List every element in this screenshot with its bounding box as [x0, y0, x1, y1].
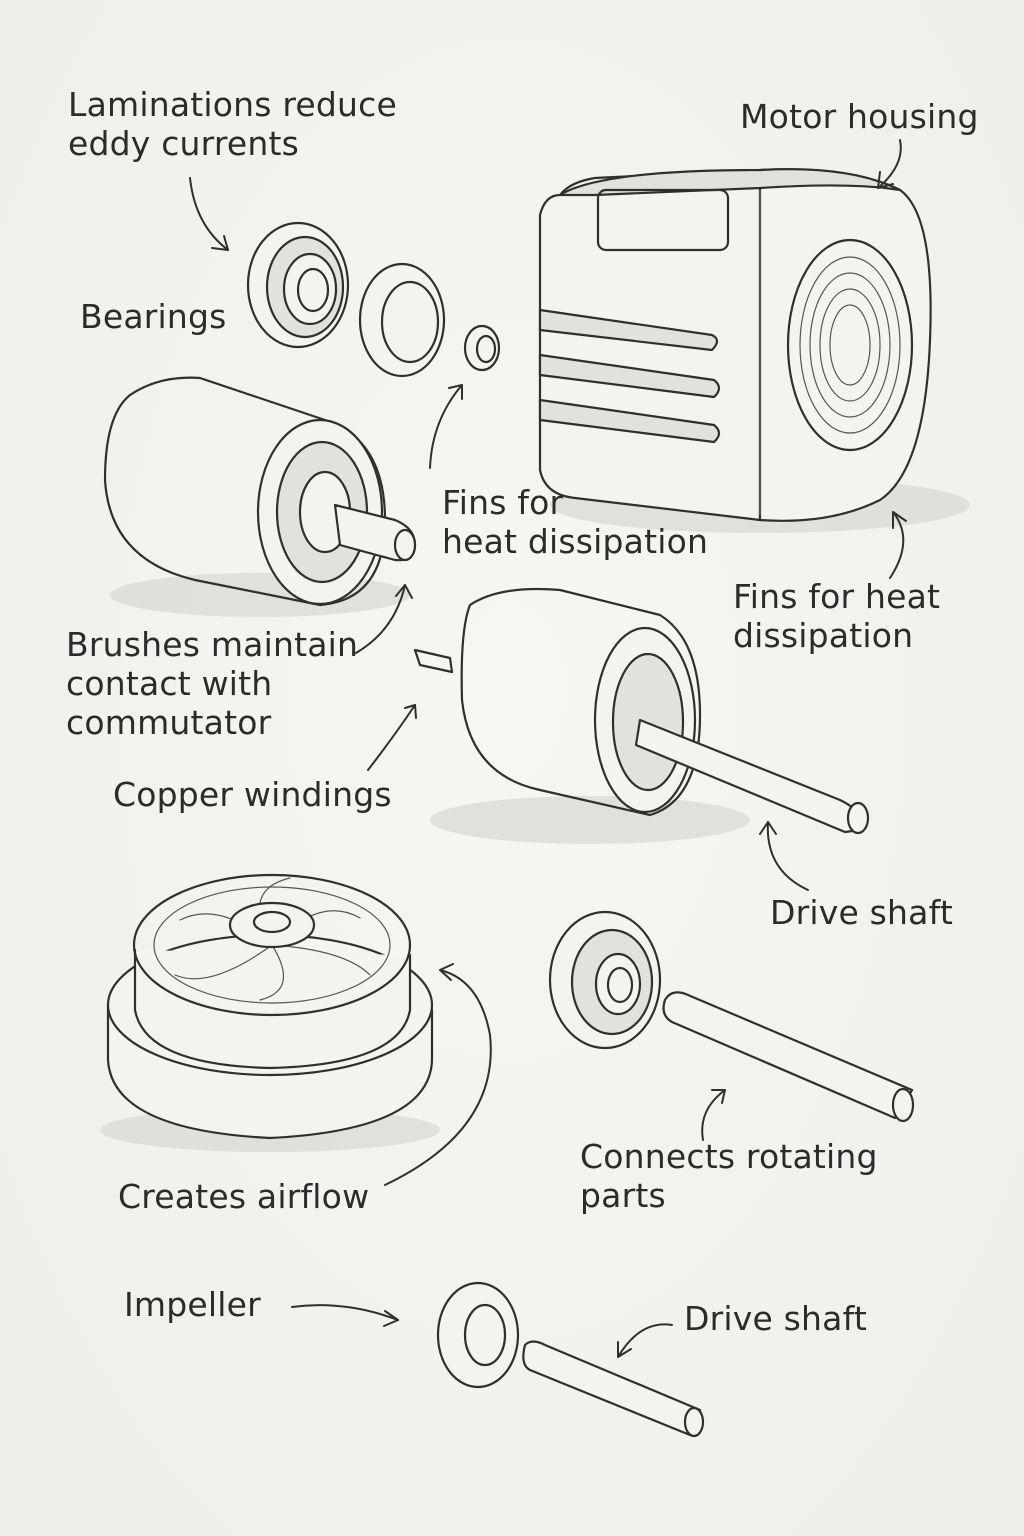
motor-housing-drawing: [538, 168, 970, 533]
bearings-label: Bearings: [80, 297, 227, 336]
drive-shaft-bottom-label: Drive shaft: [684, 1299, 867, 1338]
brushes-label-line2: contact with: [66, 663, 273, 703]
rotor-drawing: [413, 587, 870, 844]
impeller-label: Impeller: [124, 1285, 261, 1324]
bottom-ring-shaft-drawing: [436, 1281, 705, 1438]
fins-center-label-line2: heat dissipation: [442, 521, 709, 561]
brushes-label-line1: Brushes maintain: [66, 625, 359, 664]
brushes-label: Brushes maintain contact with commutator: [66, 625, 359, 743]
impeller-drawing: [100, 873, 440, 1152]
laminations-label: Laminations reduce eddy currents: [68, 85, 398, 164]
lower-bearing-shaft-drawing: [548, 910, 915, 1123]
fins-right-label-line1: Fins for heat: [733, 577, 941, 616]
brushes-label-line3: commutator: [66, 702, 272, 742]
top-bearings-drawing: [246, 221, 501, 378]
copper-windings-label: Copper windings: [113, 775, 392, 814]
laminations-label-line2: eddy currents: [68, 123, 300, 163]
motor-housing-label: Motor housing: [740, 97, 979, 136]
connects-rotating-label: Connects rotating parts: [580, 1137, 878, 1216]
fins-right-label-line2: dissipation: [733, 615, 914, 655]
fins-center-label: Fins for heat dissipation: [442, 483, 709, 562]
stator-drawing: [103, 376, 417, 617]
connects-rotating-label-line1: Connects rotating: [580, 1137, 878, 1176]
annotation-arrows: [189, 139, 907, 1358]
fins-center-label-line1: Fins for: [442, 483, 564, 522]
drive-shaft-right-label: Drive shaft: [770, 893, 953, 932]
fins-right-label: Fins for heat dissipation: [733, 577, 941, 656]
laminations-label-line1: Laminations reduce: [68, 85, 398, 124]
creates-airflow-label: Creates airflow: [118, 1177, 370, 1216]
connects-rotating-label-line2: parts: [580, 1175, 666, 1215]
